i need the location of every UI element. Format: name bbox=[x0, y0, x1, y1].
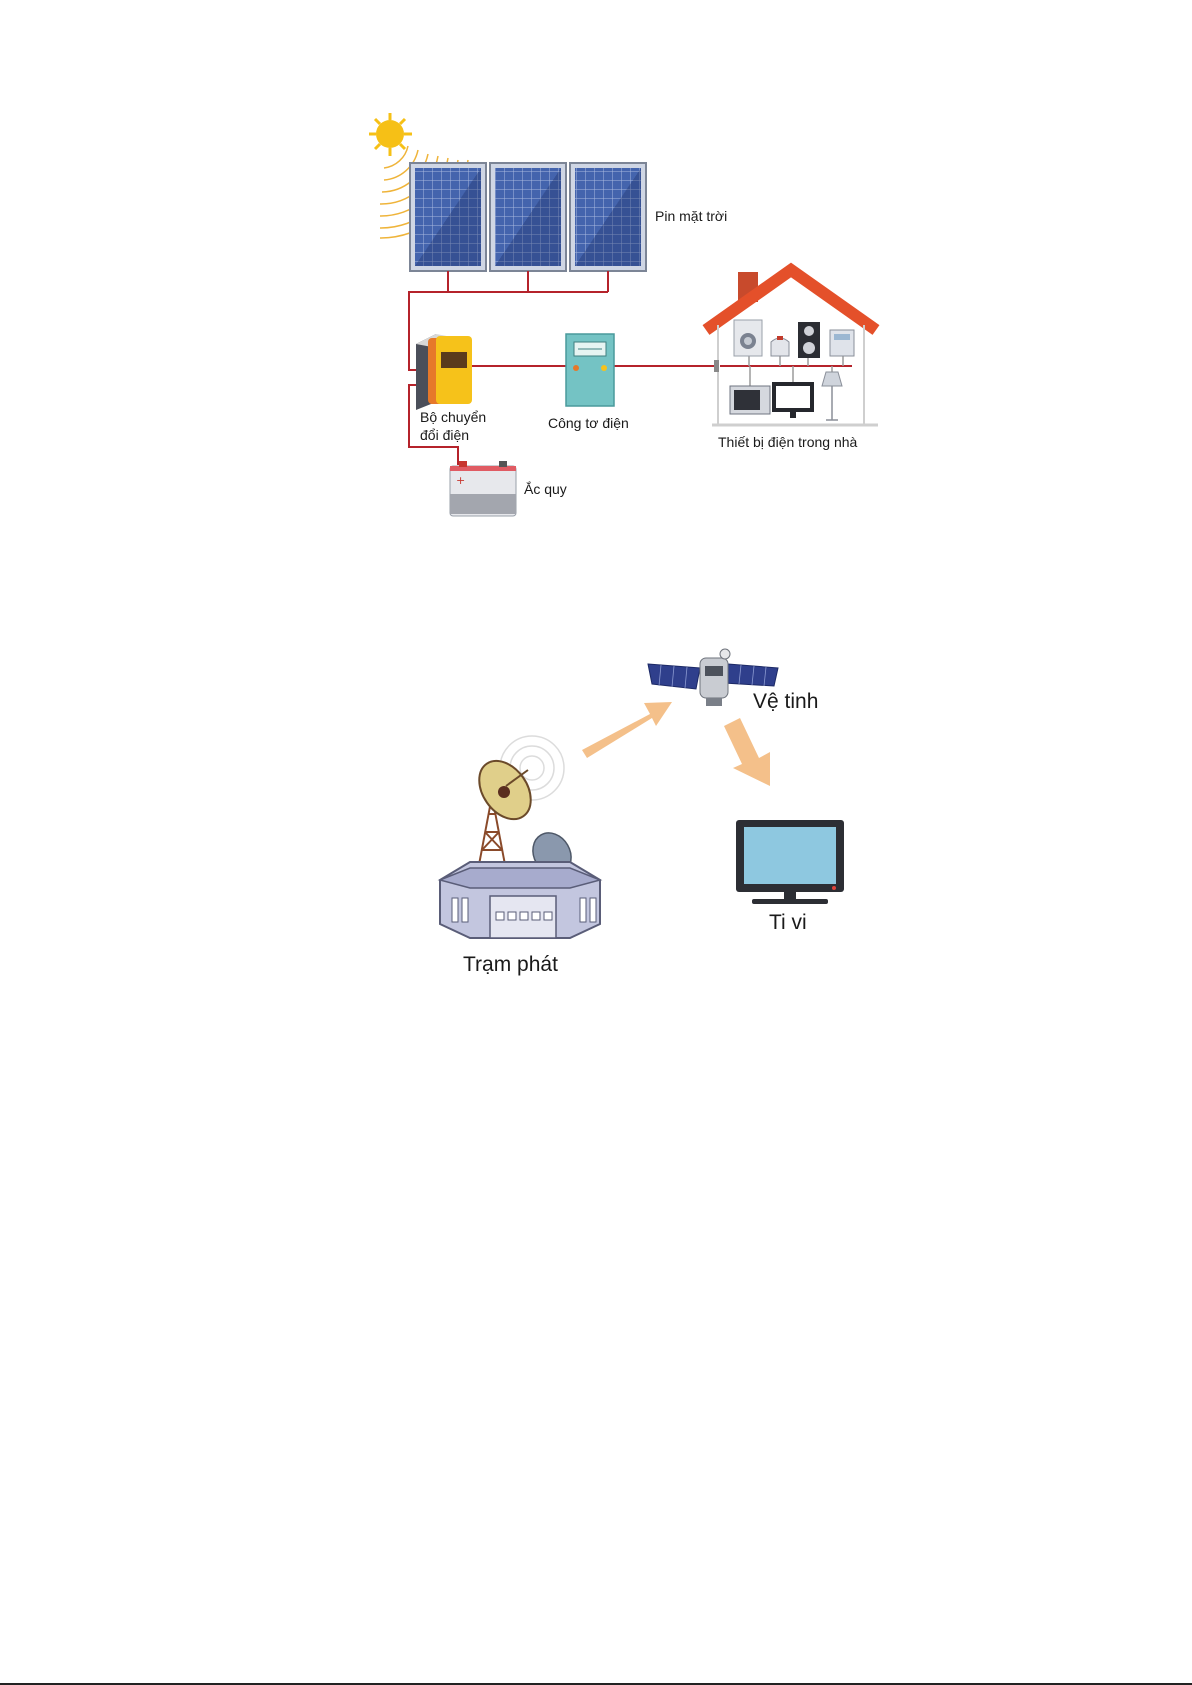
svg-text:+: + bbox=[456, 474, 465, 487]
speaker-icon bbox=[798, 322, 820, 358]
house-tv-icon bbox=[772, 382, 814, 418]
solar-panel-2 bbox=[490, 163, 566, 271]
lamp-icon bbox=[822, 372, 842, 420]
satellite-label: Vệ tinh bbox=[753, 690, 818, 713]
inverter-label-line2: đổi điện bbox=[420, 427, 469, 443]
downlink-arrow bbox=[724, 718, 770, 786]
house-label: Thiết bị điện trong nhà bbox=[718, 434, 858, 450]
coffee-machine-icon bbox=[830, 330, 854, 356]
battery-label: Ắc quy bbox=[524, 480, 567, 497]
battery-icon: + bbox=[450, 461, 516, 516]
meter-icon bbox=[566, 334, 614, 406]
microwave-icon bbox=[730, 386, 770, 414]
solar-panel-3 bbox=[570, 163, 646, 271]
inverter-label-line1: Bộ chuyển bbox=[420, 409, 486, 425]
meter-label: Công tơ điện bbox=[548, 415, 629, 431]
solar-panel-1 bbox=[410, 163, 486, 271]
kettle-icon bbox=[771, 336, 789, 356]
broadcast-station-icon bbox=[440, 751, 600, 938]
station-label: Trạm phát bbox=[463, 953, 558, 976]
house-icon bbox=[706, 270, 878, 425]
panels-label: Pin mặt trời bbox=[655, 208, 727, 224]
solar-panels bbox=[410, 163, 646, 271]
tv-label: Ti vi bbox=[769, 911, 807, 934]
uplink-arrow bbox=[582, 702, 672, 758]
sun-icon bbox=[369, 113, 412, 156]
washing-machine-icon bbox=[734, 320, 762, 356]
inverter-icon bbox=[416, 334, 472, 410]
tv-icon bbox=[736, 820, 844, 904]
